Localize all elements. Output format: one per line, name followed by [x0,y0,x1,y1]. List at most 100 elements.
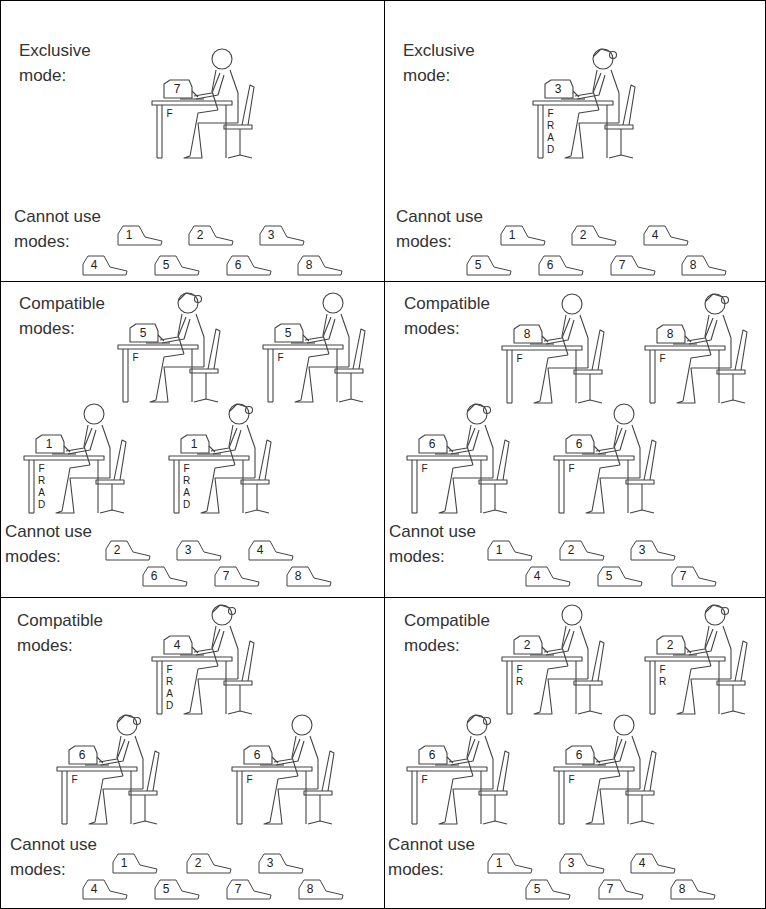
tag-outline [570,224,618,246]
figure-stroke [732,374,733,400]
figure-stroke [274,739,300,762]
figure-stroke [157,713,162,714]
figure-stroke [157,157,162,158]
figure-stroke [574,681,602,685]
figure-stroke [242,460,243,513]
figure-stroke [574,370,602,374]
tag-outline [296,254,344,276]
panel-heading: Compatible modes: [404,608,514,658]
mode-panel: Compatible modes:Cannot use modes:123457… [0,597,385,909]
figure-stroke [577,75,605,99]
figure-stroke [507,713,512,714]
figure-stroke [130,771,131,824]
figure-stroke [174,512,179,513]
figure-head [84,404,104,424]
hair-bun [195,296,202,303]
tag-shape [249,541,293,560]
figure-stroke [111,484,112,510]
mode-tag: 2 [558,539,606,561]
figure-head [212,49,232,69]
figure-stroke [305,317,331,340]
figure-stroke [566,746,594,764]
figure-stroke [721,400,745,403]
workstation-figure [169,404,271,513]
tag-outline [669,878,717,900]
mode-panel: Exclusive mode:Cannot use modes:1234568 [0,0,385,282]
figure-stroke [451,741,479,765]
tag-shape [106,541,150,560]
tag-shape [287,567,331,586]
figure-stroke [627,460,628,513]
figure-stroke [559,823,564,824]
figure-stroke [307,319,335,343]
monitor-number: 2 [520,639,534,652]
figure-stroke [341,314,349,367]
figure-stroke [485,425,493,478]
mode-number: 5 [158,882,174,896]
figure-stroke [97,460,98,513]
figure-stroke [68,430,96,454]
workstation-figure [152,605,254,714]
figure-stroke [578,711,602,714]
tag-outline [558,539,606,561]
figure-stroke [589,685,590,711]
figure-stroke [689,320,717,344]
figure-stroke [565,110,619,158]
desk-label: F [567,774,576,786]
figure-head [562,294,582,314]
monitor-number: 6 [425,438,439,451]
tag-outline [81,878,129,900]
tag-outline [111,852,159,874]
figure-stroke [494,484,495,510]
figure-stroke [102,425,110,478]
desk-label: F [131,352,140,364]
tag-shape [298,256,342,275]
figure-stroke [586,776,640,824]
figure-stroke [100,510,124,513]
mode-tag: 1 [486,539,534,561]
mode-number: 3 [563,856,579,870]
figure-stroke [718,350,719,403]
tag-shape [155,256,199,275]
figure-stroke [644,440,656,480]
mode-number: 5 [601,569,617,583]
figure-stroke [677,666,731,714]
figure-stroke [164,80,192,98]
tag-outline [247,539,295,561]
panel-heading: Compatible modes: [19,291,129,341]
mode-number: 7 [218,569,234,583]
figure-stroke [196,631,224,655]
figure-stroke [689,631,717,655]
figure-stroke [723,626,731,679]
hair-bun [722,608,729,615]
monitor-number: 6 [75,749,89,762]
desk-label: F R A D [165,664,174,712]
tag-outline [225,254,273,276]
figure-stroke [224,681,252,685]
tag-shape [259,854,303,873]
tag-outline [213,565,261,587]
mode-tag: 7 [609,254,657,276]
mode-number: 2 [109,543,125,557]
tag-outline [524,565,572,587]
figure-stroke [480,771,481,824]
mode-tag: 7 [670,565,718,587]
tag-outline [670,565,718,587]
figure-stroke [242,641,254,681]
figure-stroke [502,346,582,350]
mode-tag: 1 [111,852,159,874]
mode-tag: 3 [257,852,305,874]
mode-tag: 2 [570,224,618,246]
figure-stroke [596,428,622,451]
figure-stroke [494,795,495,821]
mode-tag: 4 [81,254,129,276]
figure-stroke [267,349,268,402]
figure-stroke [479,480,507,484]
figure-stroke [645,346,725,350]
tag-shape [143,567,187,586]
figure-stroke [196,314,204,367]
mode-number: 4 [529,569,545,583]
monitor-number: 4 [170,639,184,652]
mode-number: 2 [575,228,591,242]
